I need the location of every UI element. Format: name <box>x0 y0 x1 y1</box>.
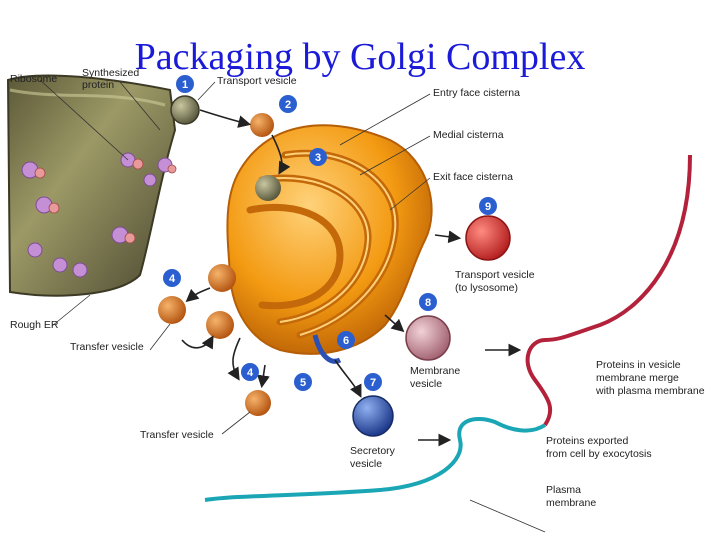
membrane-vesicle <box>405 315 451 361</box>
vesicle-4a <box>208 264 236 292</box>
secretory-vesicle <box>352 395 394 437</box>
label-plasma-1: Plasma <box>546 484 581 496</box>
label-secretory-vesicle-1: Secretory <box>350 445 396 457</box>
label-merge-2: membrane merge <box>596 372 679 384</box>
svg-text:1: 1 <box>182 79 188 91</box>
vesicle-4d <box>245 390 271 416</box>
vesicle-3 <box>255 175 281 201</box>
label-medial: Medial cisterna <box>433 129 504 141</box>
label-exported-2: from cell by exocytosis <box>546 448 652 460</box>
step-badges: 1 2 3 4 4 5 6 7 8 9 <box>163 75 497 391</box>
plasma-membrane-bottom <box>204 417 547 502</box>
label-secretory-vesicle-2: vesicle <box>350 458 382 470</box>
step-badge-2: 2 <box>279 95 297 113</box>
step-badge-3: 3 <box>309 148 327 166</box>
step-badge-6: 6 <box>337 331 355 349</box>
label-transport-vesicle: Transport vesicle <box>217 75 297 87</box>
svg-text:8: 8 <box>425 297 431 309</box>
golgi-diagram: 1 2 3 4 4 5 6 7 8 9 Ribosome Synthesized… <box>6 67 705 533</box>
label-rough-er: Rough ER <box>10 319 59 331</box>
label-merge-3: with plasma membrane <box>595 385 705 397</box>
step-badge-9: 9 <box>479 197 497 215</box>
svg-text:4: 4 <box>247 367 254 379</box>
label-entry-face: Entry face cisterna <box>433 87 520 99</box>
label-membrane-vesicle-2: vesicle <box>410 378 442 390</box>
step-badge-5: 5 <box>294 373 312 391</box>
lysosome-vesicle <box>465 215 511 261</box>
svg-text:4: 4 <box>169 273 176 285</box>
vesicle-4b <box>158 296 186 324</box>
label-synthesized-1: Synthesized <box>82 67 139 79</box>
label-transfer-vesicle-1: Transfer vesicle <box>70 341 144 353</box>
svg-text:6: 6 <box>343 335 349 347</box>
step-badge-1: 1 <box>176 75 194 93</box>
slide-title: Packaging by Golgi Complex <box>134 36 586 79</box>
svg-text:3: 3 <box>315 152 321 164</box>
plasma-membrane-top <box>525 154 692 427</box>
step-badge-4a: 4 <box>163 269 181 287</box>
label-membrane-vesicle-1: Membrane <box>410 365 460 377</box>
label-transfer-vesicle-2: Transfer vesicle <box>140 429 214 441</box>
svg-text:9: 9 <box>485 201 491 213</box>
vesicle-1 <box>170 95 200 125</box>
step-badge-8: 8 <box>419 293 437 311</box>
label-exit-face: Exit face cisterna <box>433 171 513 183</box>
label-transport-lysosome-2: (to lysosome) <box>455 282 518 294</box>
label-exported-1: Proteins exported <box>546 435 628 447</box>
label-synthesized-2: protein <box>82 79 114 91</box>
vesicle-4c <box>206 311 234 339</box>
label-transport-lysosome-1: Transport vesicle <box>455 269 535 281</box>
svg-text:7: 7 <box>370 377 376 389</box>
step-badge-7: 7 <box>364 373 382 391</box>
label-plasma-2: membrane <box>546 497 596 509</box>
svg-text:2: 2 <box>285 99 291 111</box>
label-merge-1: Proteins in vesicle <box>596 359 681 371</box>
svg-text:5: 5 <box>300 377 306 389</box>
vesicle-2 <box>250 113 274 137</box>
label-ribosome: Ribosome <box>10 73 57 85</box>
step-badge-4b: 4 <box>241 363 259 381</box>
